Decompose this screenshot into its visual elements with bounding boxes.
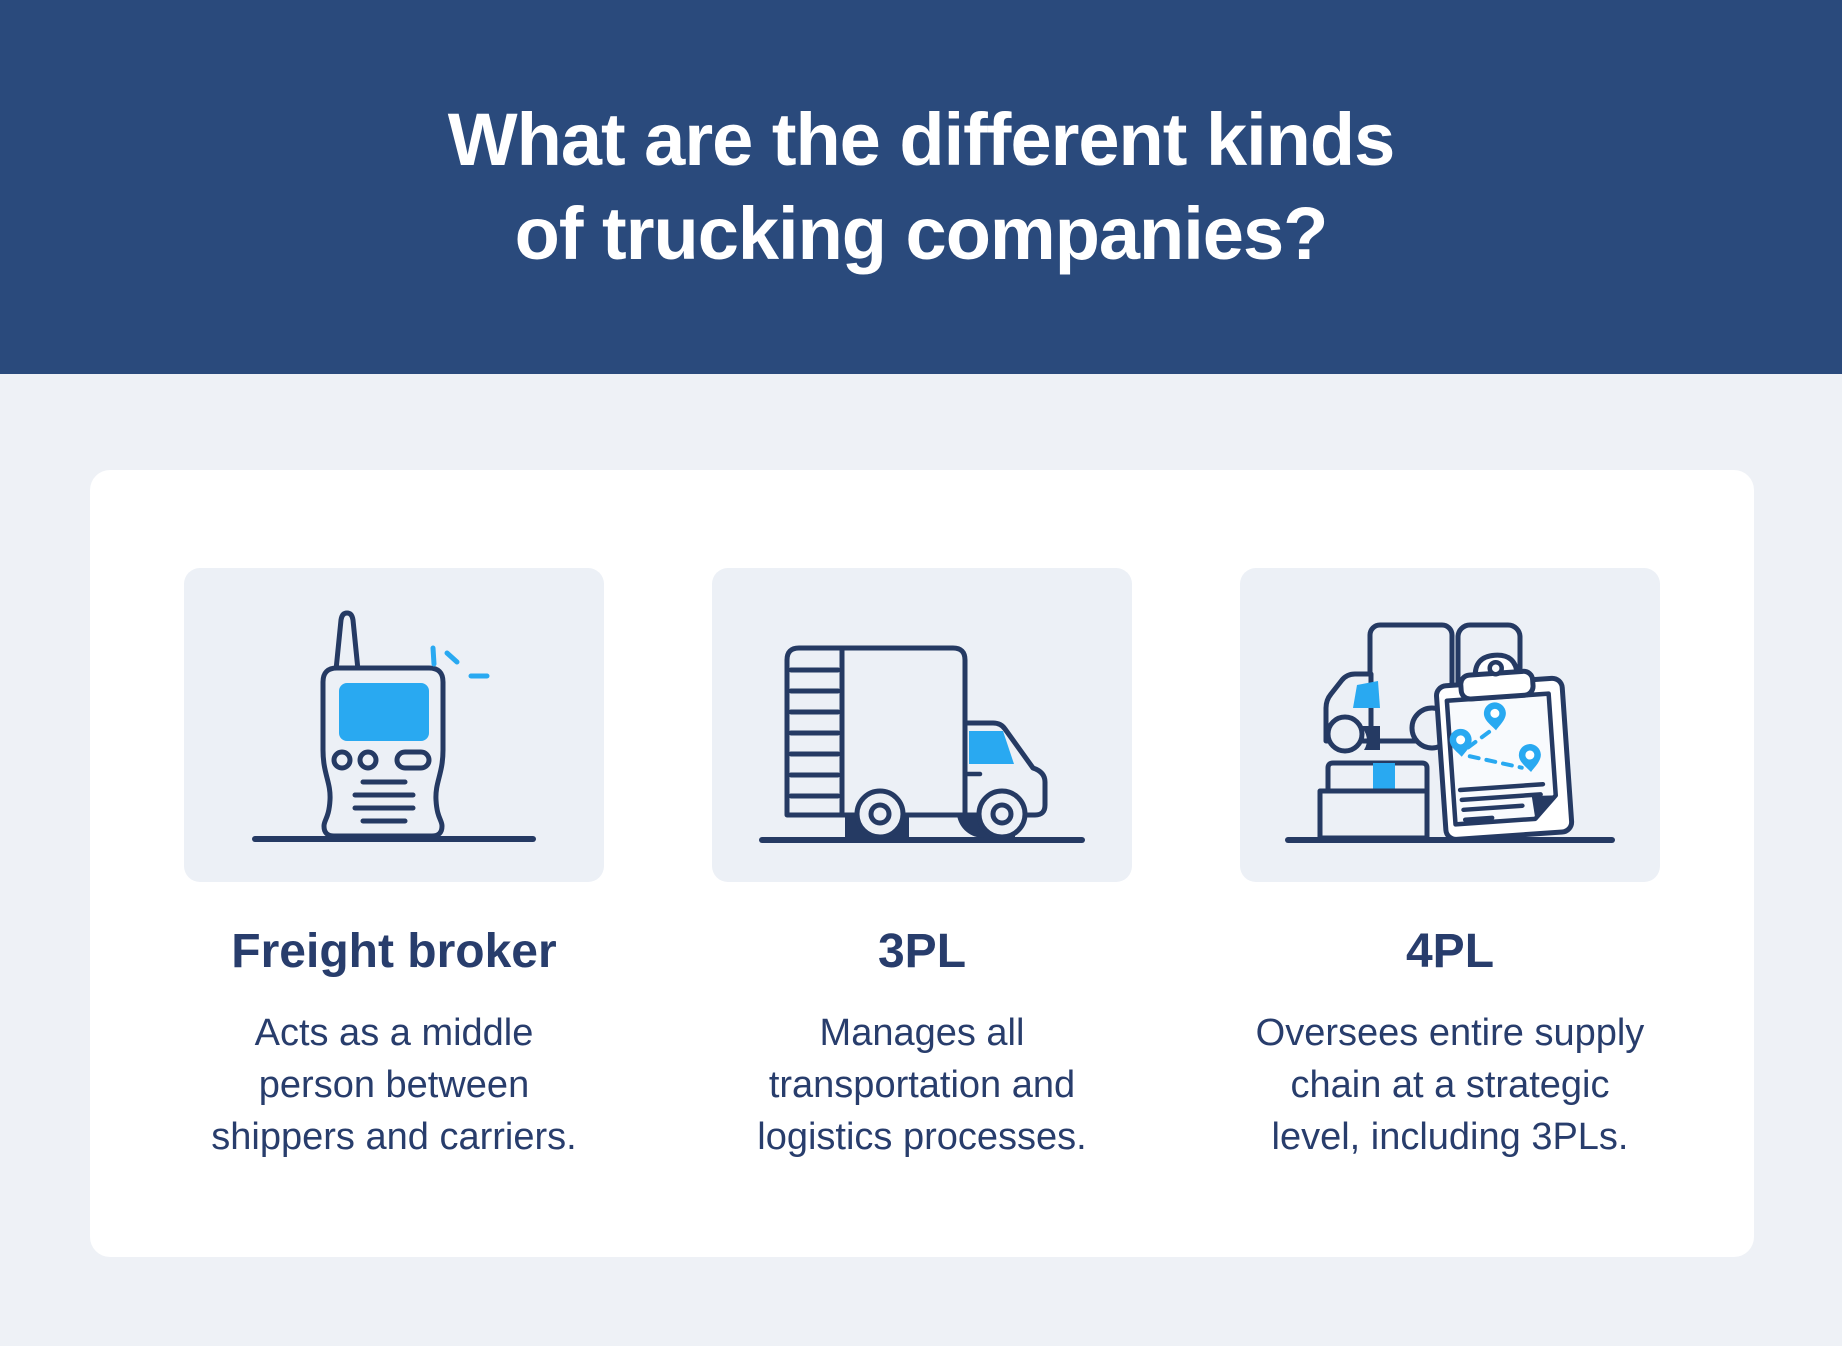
icon-tile-freight-broker: [184, 568, 604, 882]
card-description: Acts as a middle person between shippers…: [144, 1007, 644, 1163]
icon-tile-3pl: [712, 568, 1132, 882]
folded-corner: [1531, 795, 1556, 819]
radio-button-pill: [394, 749, 432, 771]
icon-tile-4pl: [1240, 568, 1660, 882]
front-wheel-hub: [990, 802, 1014, 826]
map-pin: [1518, 744, 1541, 773]
signal-spark: [444, 650, 460, 665]
description-line: Acts as a middle: [254, 1012, 534, 1054]
card-description: Oversees entire supply chain at a strate…: [1200, 1007, 1700, 1163]
page-title: What are the different kinds of trucking …: [447, 93, 1395, 281]
header-banner: What are the different kinds of trucking …: [0, 0, 1842, 374]
description-line: logistics processes.: [757, 1116, 1087, 1158]
description-line: shippers and carriers.: [211, 1116, 577, 1158]
column-freight-broker: Freight broker Acts as a middle person b…: [184, 568, 604, 1163]
package-box-front: [1317, 788, 1430, 841]
company-type-columns: Freight broker Acts as a middle person b…: [90, 568, 1754, 1163]
description-line: person between: [258, 1064, 530, 1106]
map-pin: [1449, 728, 1472, 757]
windshield: [969, 731, 1014, 764]
front-wheel: [1325, 714, 1365, 754]
supply-chain-clipboard-icon: [1285, 622, 1615, 843]
radio-button-2: [357, 749, 379, 771]
card-title: Freight broker: [231, 925, 557, 978]
description-line: Manages all: [819, 1012, 1025, 1054]
page-title-line2: of trucking companies?: [514, 192, 1329, 275]
page-title-line1: What are the different kinds: [447, 98, 1395, 181]
map-pin: [1483, 702, 1506, 731]
document-line: [1459, 792, 1543, 803]
truck-underbody: [1360, 726, 1380, 750]
document-line: [1461, 803, 1525, 813]
card-title: 4PL: [1405, 925, 1495, 978]
signal-spark: [430, 645, 437, 667]
content-card: Freight broker Acts as a middle person b…: [90, 470, 1754, 1257]
column-3pl: 3PL Manages all transportation and logis…: [712, 568, 1132, 1163]
route-dash: [1467, 754, 1524, 770]
clipboard: [1434, 652, 1575, 842]
rear-wheel-hub: [868, 802, 892, 826]
card-title: 3PL: [877, 925, 967, 978]
radio-screen: [339, 683, 429, 741]
column-4pl: 4PL Oversees entire supply chain at a st…: [1240, 568, 1660, 1163]
box-truck-icon: [759, 645, 1085, 843]
document-line: [1462, 815, 1495, 822]
box-tape: [1373, 763, 1395, 790]
walkie-talkie-icon: [252, 610, 536, 842]
clip-hole: [1487, 659, 1504, 677]
description-line: chain at a strategic: [1290, 1064, 1610, 1106]
antenna: [333, 610, 361, 673]
windshield: [1353, 681, 1380, 708]
description-line: transportation and: [768, 1064, 1076, 1106]
description-line: Oversees entire supply: [1255, 1012, 1645, 1054]
document-line: [1457, 781, 1546, 793]
card-description: Manages all transportation and logistics…: [672, 1007, 1172, 1163]
radio-button-1: [331, 749, 353, 771]
description-line: level, including 3PLs.: [1271, 1116, 1629, 1158]
route-dash: [1466, 729, 1492, 750]
